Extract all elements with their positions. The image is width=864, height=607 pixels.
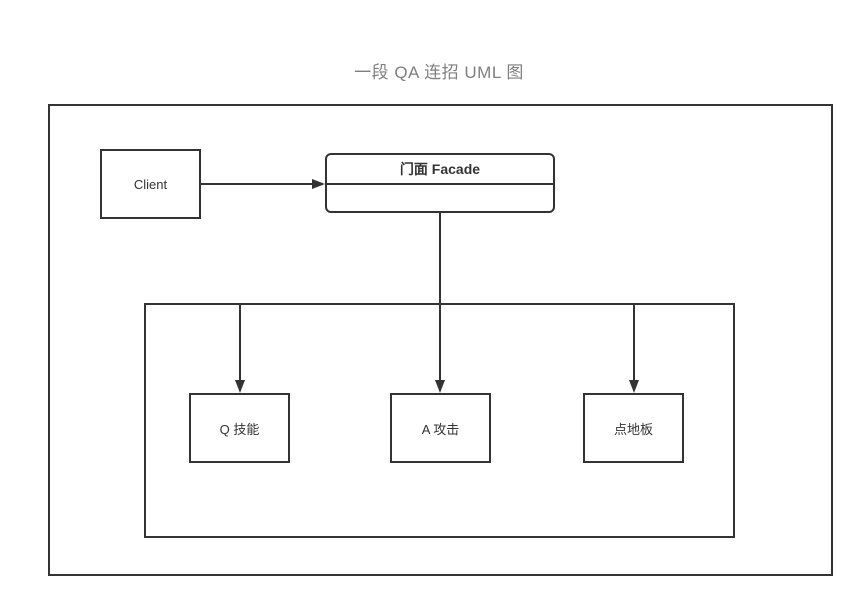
- node-click-ground-label: 点地板: [613, 421, 653, 437]
- node-q-skill-label: Q 技能: [219, 421, 260, 437]
- node-client-label: Client: [133, 176, 168, 192]
- node-facade-body: [327, 185, 553, 211]
- diagram-title: 一段 QA 连招 UML 图: [354, 63, 524, 82]
- node-facade-label: 门面 Facade: [399, 161, 481, 177]
- node-a-attack: A 攻击: [390, 393, 491, 463]
- node-client: Client: [100, 149, 201, 219]
- node-click-ground: 点地板: [583, 393, 684, 463]
- node-q-skill: Q 技能: [189, 393, 290, 463]
- node-a-attack-label: A 攻击: [421, 421, 460, 437]
- node-facade-header: 门面 Facade: [327, 155, 553, 185]
- outer-boundary-frame: [48, 104, 833, 576]
- node-facade: 门面 Facade: [325, 153, 555, 213]
